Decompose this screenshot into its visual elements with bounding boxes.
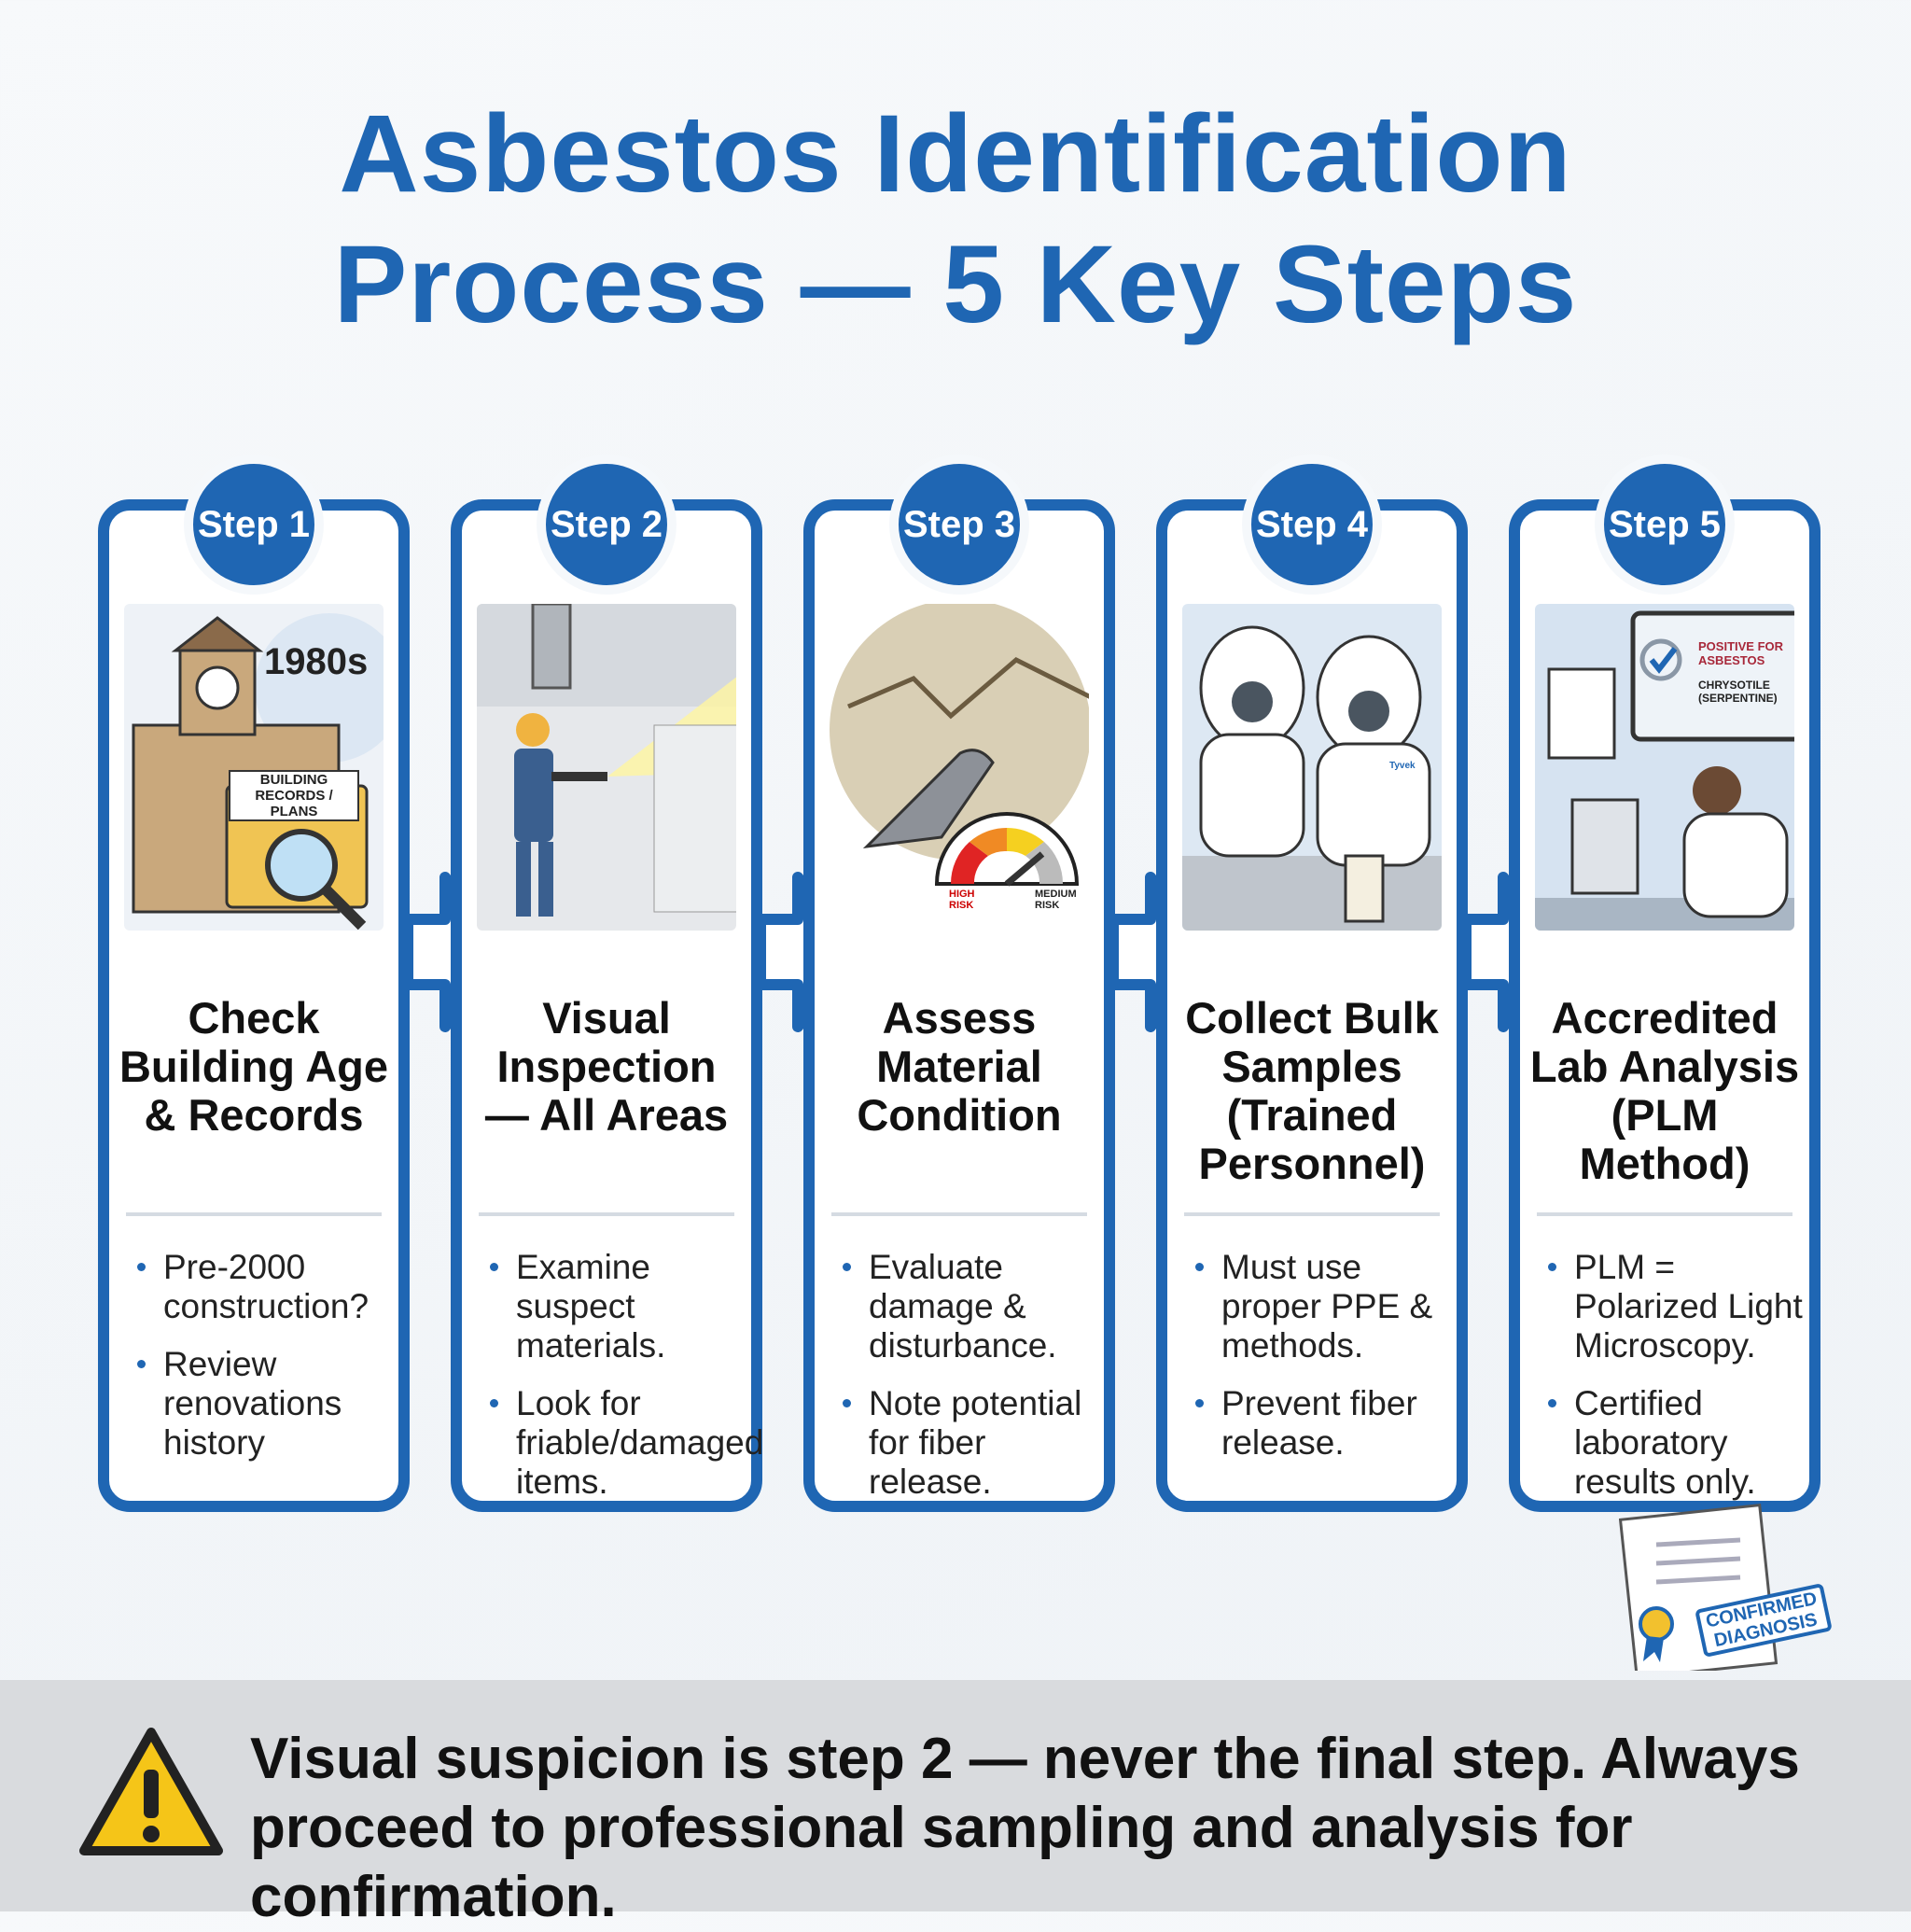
certificate-icon: CONFIRMED DIAGNOSIS xyxy=(1619,1498,1838,1671)
bullet: Must use proper PPE & methods. xyxy=(1186,1248,1451,1365)
ppe-workers-icon xyxy=(1182,625,1442,931)
footer-band xyxy=(0,1680,1911,1911)
step-title: Assess Material Condition xyxy=(857,993,1062,1140)
step-bullets: Examine suspect materials. Look for fria… xyxy=(481,1248,763,1520)
title-line-1: Asbestos Identification xyxy=(339,92,1572,216)
divider xyxy=(126,1212,382,1216)
risk-gauge-icon xyxy=(830,604,1089,887)
warning-icon xyxy=(79,1728,223,1855)
step-card-5: Step 5 POSITIVE FOR ASBESTOS CHRYSOTILE … xyxy=(1509,455,1820,1512)
bullet: Evaluate damage & disturbance. xyxy=(833,1248,1098,1365)
divider xyxy=(1184,1212,1440,1216)
high-risk-label: HIGH RISK xyxy=(949,889,975,911)
sampling-illustration: Tyvek xyxy=(1182,604,1442,931)
material-condition-illustration: HIGH RISK MEDIUM RISK xyxy=(830,604,1089,931)
step-card-4: Step 4 Tyvek Collect Bulk Samples (Train… xyxy=(1156,455,1468,1512)
divider xyxy=(479,1212,734,1216)
folder-label: BUILDING RECORDS / PLANS xyxy=(229,770,359,821)
year-label: 1980s xyxy=(264,641,369,682)
suit-label: Tyvek xyxy=(1389,761,1416,771)
step-title: Visual Inspection — All Areas xyxy=(484,993,729,1140)
bullet: Review renovations history xyxy=(128,1345,393,1463)
step-title: Collect Bulk Samples (Trained Personnel) xyxy=(1185,993,1439,1188)
step-badge: Step 3 xyxy=(889,455,1029,595)
step-badge: Step 1 xyxy=(184,455,324,595)
positive-result-label: POSITIVE FOR ASBESTOS xyxy=(1698,639,1784,667)
step-title: Check Building Age & Records xyxy=(119,993,389,1140)
bullet: Prevent fiber release. xyxy=(1186,1384,1451,1463)
step-title: Accredited Lab Analysis (PLM Method) xyxy=(1529,993,1800,1188)
bullet: Note potential for fiber release. xyxy=(833,1384,1098,1502)
step-bullets: Evaluate damage & disturbance. Note pote… xyxy=(833,1248,1098,1520)
bullet: Examine suspect materials. xyxy=(481,1248,746,1365)
title-line-2: Process — 5 Key Steps xyxy=(333,223,1578,346)
asbestos-type-label: CHRYSOTILE (SERPENTINE) xyxy=(1698,679,1778,705)
bullet: Certified laboratory results only. xyxy=(1539,1384,1804,1502)
divider xyxy=(1537,1212,1792,1216)
lab-analysis-illustration: POSITIVE FOR ASBESTOS CHRYSOTILE (SERPEN… xyxy=(1535,604,1794,931)
step-bullets: Pre-2000 construction? Review renovation… xyxy=(128,1248,393,1481)
medium-risk-label: MEDIUM RISK xyxy=(1035,889,1077,911)
step-bullets: PLM = Polarized Light Microscopy. Certif… xyxy=(1539,1248,1804,1520)
building-records-illustration: 1980s BUILDING RECORDS / PLANS xyxy=(124,604,384,931)
building-icon xyxy=(132,613,384,931)
inspector-illustration xyxy=(477,604,736,931)
microscope-monitor-icon xyxy=(1535,610,1794,931)
bullet: Look for friable/damaged items. xyxy=(481,1384,763,1502)
step-card-1: Step 1 1980s BUILDING RECORDS / PLANS Ch… xyxy=(98,455,410,1512)
footer-note: Visual suspicion is step 2 — never the f… xyxy=(250,1727,1800,1929)
bullet: PLM = Polarized Light Microscopy. xyxy=(1539,1248,1804,1365)
step-bullets: Must use proper PPE & methods. Prevent f… xyxy=(1186,1248,1451,1481)
step-card-3: Step 3 HIGH RISK MEDIUM RISK Assess Mate… xyxy=(803,455,1115,1512)
step-badge: Step 5 xyxy=(1595,455,1735,595)
step-badge: Step 4 xyxy=(1242,455,1382,595)
page-title: Asbestos Identification Process — 5 Key … xyxy=(0,89,1911,350)
inspector-flashlight-icon xyxy=(477,604,736,917)
divider xyxy=(831,1212,1087,1216)
step-card-2: Step 2 Visual Inspection — All Areas Exa… xyxy=(451,455,763,1512)
bullet: Pre-2000 construction? xyxy=(128,1248,393,1326)
step-badge: Step 2 xyxy=(537,455,677,595)
